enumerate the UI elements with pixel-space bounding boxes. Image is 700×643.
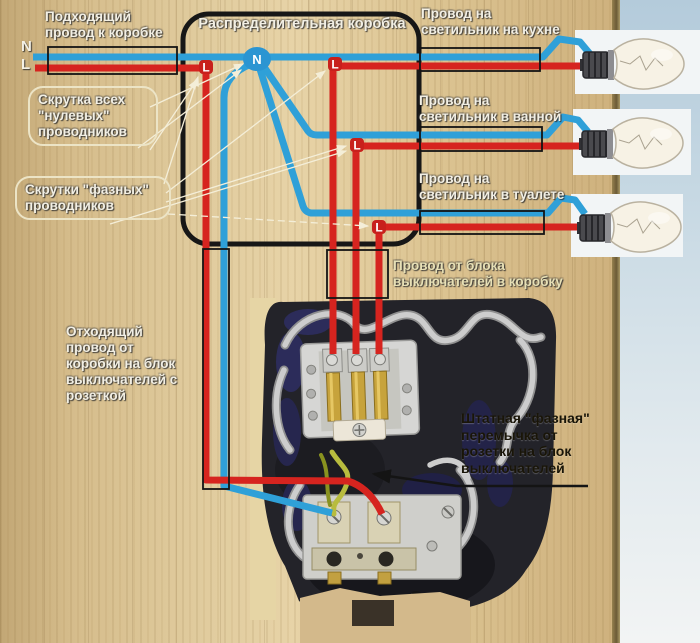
phase-twist-nodes: L L L L (199, 57, 386, 235)
neutral-wires (33, 35, 593, 517)
from-switch-block-label: Провод от блока выключателей в коробку (393, 258, 563, 289)
neutral-outgoing-wire (220, 60, 333, 517)
toilet-wire-label: Провод на светильник в туалете (419, 171, 565, 202)
annotation-rect-bathroom (419, 126, 543, 152)
annotation-rect-toilet (419, 210, 545, 235)
outgoing-wire-label: Отходящий провод от коробки на блок выкл… (66, 324, 178, 403)
kitchen-wire-label: Провод на светильник на кухне (421, 6, 560, 37)
wood-plank-edge (612, 0, 620, 643)
jumper-arrow (371, 469, 588, 488)
neutral-node-letter: N (252, 52, 261, 67)
distribution-box-outline (180, 11, 422, 247)
neutral-main-wire (33, 35, 593, 61)
switch-mechanism (299, 339, 421, 442)
socket-mechanism (302, 494, 462, 605)
phase-wires (35, 62, 590, 516)
annotation-rect-switch-wires (326, 249, 389, 299)
jumper-label: Штатная "фазная" перемычка от розетки на… (461, 410, 590, 476)
incoming-l-letter: L (21, 56, 31, 73)
annotation-rect-kitchen (419, 47, 541, 72)
neutral-toilet-wire (255, 64, 588, 217)
annotation-rect-incoming (47, 46, 178, 75)
annotation-rect-outgoing (202, 248, 230, 490)
phase-outgoing-wire (202, 70, 386, 516)
neutral-twist-node: N (243, 47, 271, 71)
bathroom-wire-label: Провод на светильник в ванной (419, 93, 562, 124)
phase-twists-callout: Скрутки "фазных" проводников (15, 176, 171, 220)
phase-node-letter-4: L (375, 221, 382, 235)
phase-node-letter-1: L (202, 61, 209, 75)
phase-node-letter-3: L (353, 139, 360, 153)
painted-wall-background (620, 0, 700, 643)
phase-node-letter-2: L (331, 58, 338, 72)
incoming-wire-label: Подходящий провод к коробке (45, 9, 163, 40)
neutral-bathroom-wire (259, 62, 591, 139)
annotation-rectangles (47, 46, 545, 490)
neutral-twist-callout: Скрутка всех "нулевых" проводников (28, 86, 158, 146)
incoming-n-letter: N (21, 38, 32, 55)
distribution-box-title: Распределительная коробка (198, 16, 406, 32)
